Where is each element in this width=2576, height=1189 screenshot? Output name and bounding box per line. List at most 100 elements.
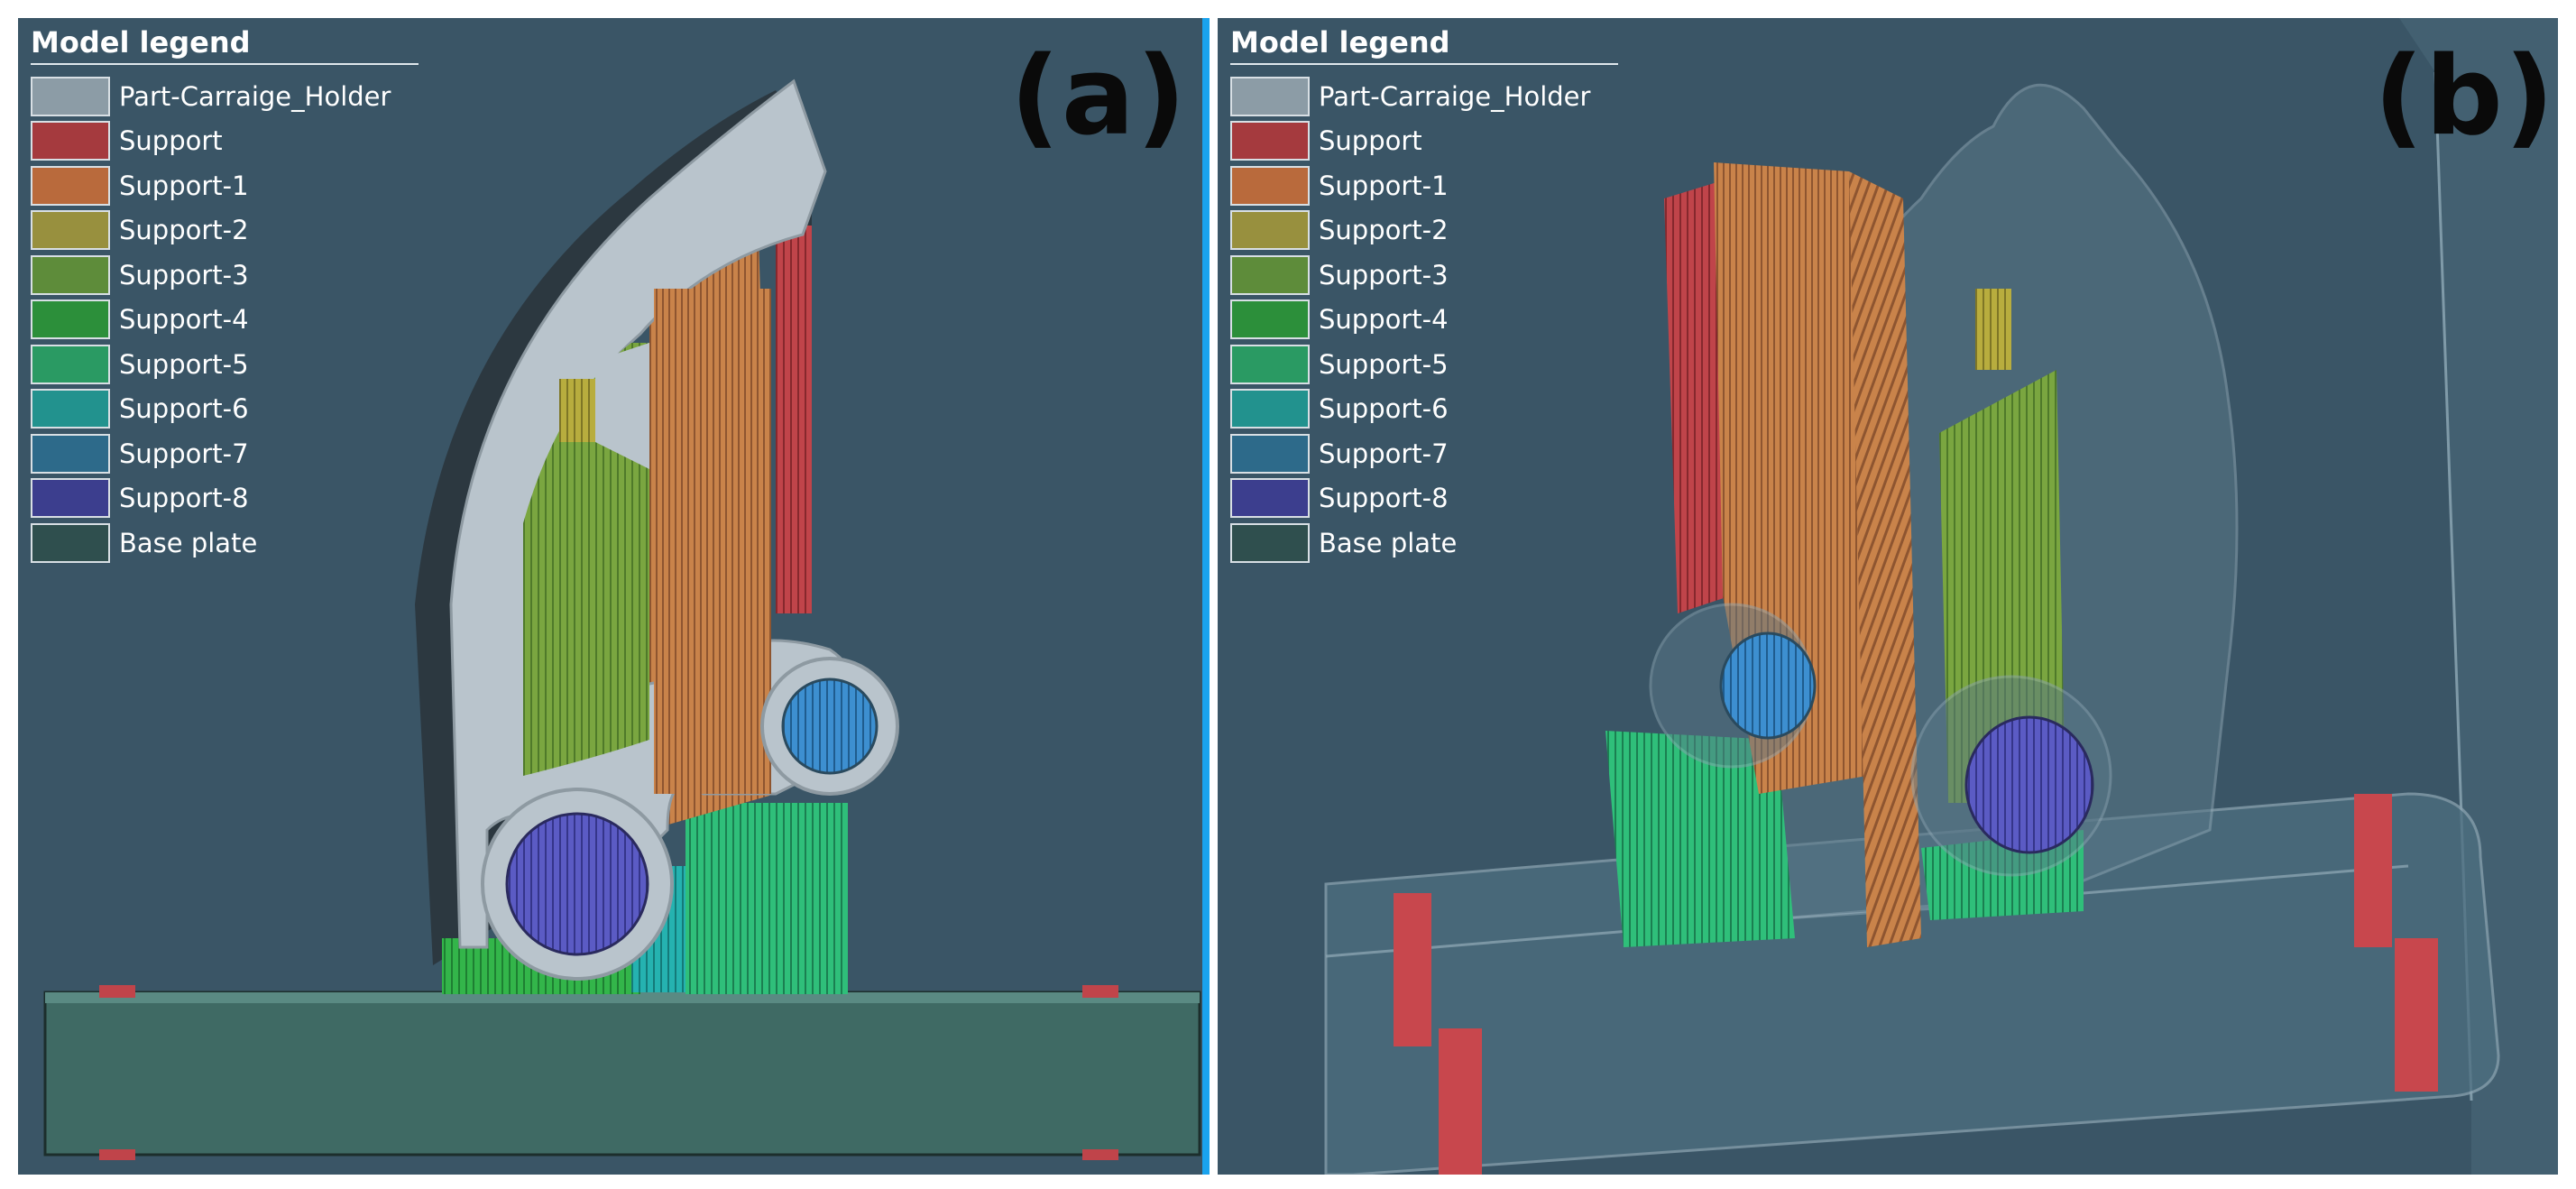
legend-item: Support-3 <box>31 253 419 298</box>
legend-item: Support-8 <box>1230 476 1618 521</box>
legend-swatch <box>1230 76 1310 116</box>
legend-item: Support-2 <box>1230 208 1618 253</box>
base-plate-top-edge <box>45 992 1200 1003</box>
legend-label: Base plate <box>119 527 258 558</box>
legend-swatch <box>1230 478 1310 519</box>
legend-item: Support-6 <box>31 387 419 432</box>
legend-item: Support-5 <box>1230 342 1618 387</box>
legend-swatch <box>31 210 110 251</box>
support <box>1664 180 1732 613</box>
legend-swatch <box>1230 210 1310 251</box>
legend-swatch <box>1230 300 1310 340</box>
pin <box>1082 985 1118 998</box>
pin <box>1082 1149 1118 1160</box>
legend-label: Support-7 <box>1319 438 1449 469</box>
legend-label: Support <box>1319 125 1422 157</box>
legend-label: Support-5 <box>119 348 249 380</box>
legend-swatch <box>31 300 110 340</box>
support-2-window <box>559 379 595 442</box>
legend-swatch <box>1230 389 1310 429</box>
legend-label: Support-6 <box>119 393 249 425</box>
legend-swatch <box>31 433 110 474</box>
legend-label: Support-3 <box>1319 259 1449 290</box>
legend-swatch <box>1230 121 1310 161</box>
panel-label-b: (b) <box>2374 34 2556 160</box>
legend-item: Support <box>31 119 419 164</box>
legend-label: Support-1 <box>119 170 249 201</box>
legend-item: Part-Carraige_Holder <box>31 74 419 119</box>
pin <box>1439 1028 1482 1175</box>
panel-divider <box>1202 18 1210 1175</box>
legend-swatch <box>31 389 110 429</box>
legend-item: Support-2 <box>31 208 419 253</box>
model-view-b[interactable] <box>1218 18 2558 1175</box>
legend-item: Base plate <box>31 521 419 566</box>
legend-label: Support-4 <box>1319 304 1449 336</box>
pin <box>99 1149 135 1160</box>
legend-item: Support-5 <box>31 342 419 387</box>
legend-label: Support <box>119 125 223 157</box>
support-7 <box>1719 631 1817 740</box>
legend-swatch <box>31 165 110 206</box>
legend-label: Support-5 <box>1319 348 1449 380</box>
legend-label: Base plate <box>1319 527 1458 558</box>
legend-swatch <box>31 522 110 563</box>
legend-item: Support-8 <box>31 476 419 521</box>
legend-item: Base plate <box>1230 521 1618 566</box>
legend-swatch <box>1230 433 1310 474</box>
legend-item: Support-7 <box>1230 431 1618 476</box>
legend-label: Support-3 <box>119 259 249 290</box>
support-8 <box>1964 715 2094 854</box>
support-7 <box>781 677 879 775</box>
pin <box>2395 938 2438 1092</box>
pin <box>99 985 135 998</box>
legend-item: Support-1 <box>31 163 419 208</box>
legend-label: Support-6 <box>1319 393 1449 425</box>
panel-label-a: (a) <box>1010 34 1188 160</box>
legend-item: Support <box>1230 119 1618 164</box>
legend-label: Part-Carraige_Holder <box>1319 80 1591 112</box>
support-1-front <box>654 289 771 794</box>
legend-swatch <box>31 254 110 295</box>
legend-swatch <box>31 76 110 116</box>
legend-label: Support-8 <box>1319 483 1449 514</box>
legend-item: Support-7 <box>31 431 419 476</box>
legend-swatch <box>31 478 110 519</box>
part-rib <box>595 343 649 469</box>
legend-label: Support-2 <box>119 215 249 246</box>
legend-label: Part-Carraige_Holder <box>119 80 391 112</box>
legend-swatch <box>1230 165 1310 206</box>
legend-swatch <box>1230 254 1310 295</box>
legend-title: Model legend <box>31 25 419 65</box>
pin <box>1394 893 1431 1046</box>
legend-item: Support-4 <box>31 298 419 343</box>
support-8 <box>505 812 649 956</box>
legend-item: Support-1 <box>1230 163 1618 208</box>
support-5 <box>685 803 848 994</box>
legend-label: Support-1 <box>1319 170 1449 201</box>
legend-label: Support-4 <box>119 304 249 336</box>
legend-swatch <box>1230 344 1310 384</box>
legend-label: Support-2 <box>1319 215 1449 246</box>
support-2 <box>1975 289 2011 370</box>
base-plate <box>43 991 1201 1157</box>
model-view-a[interactable] <box>18 18 1202 1175</box>
support-1-side <box>1849 171 1921 947</box>
legend-title: Model legend <box>1230 25 1618 65</box>
legend-label: Support-7 <box>119 438 249 469</box>
legend-swatch <box>31 344 110 384</box>
chamber-wall-right <box>2399 18 2558 1175</box>
legend-item: Support-3 <box>1230 253 1618 298</box>
legend-item: Part-Carraige_Holder <box>1230 74 1618 119</box>
support <box>776 226 812 613</box>
legend-swatch <box>1230 522 1310 563</box>
legend-swatch <box>31 121 110 161</box>
pin <box>2354 794 2392 947</box>
support-5 <box>1605 731 1795 947</box>
